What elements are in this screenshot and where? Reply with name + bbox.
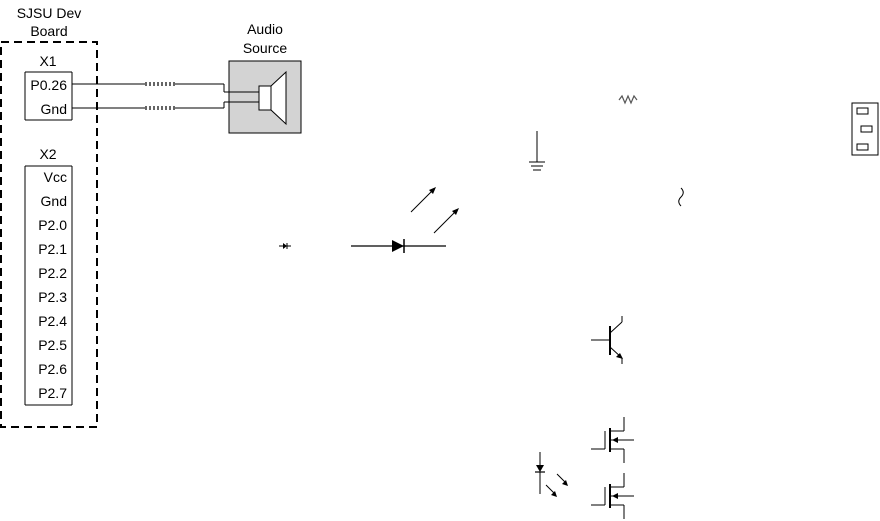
fuse-icon [678,187,684,207]
board-outline [0,41,98,428]
x2-pin-vcc: Vcc [44,169,67,185]
x2-pin-p27: P2.7 [38,385,67,401]
resistor-icon [618,94,638,105]
connector-x1-label: X1 [39,53,56,69]
audio-label-line1: Audio [247,21,283,37]
wire-gnd [72,101,259,110]
mosfet-icon [591,473,634,519]
x2-pin-gnd: Gnd [41,193,67,209]
ground-icon [529,131,545,171]
x2-pin-p25: P2.5 [38,337,67,353]
wire-p026 [72,82,259,93]
light-arrows-icon [410,187,459,234]
connector-x2-label: X2 [39,146,56,162]
diode-icon [351,239,446,253]
x1-pin-gnd: Gnd [41,101,67,117]
connector-icon [851,102,879,156]
speaker-icon [258,70,287,126]
x2-pin-p22: P2.2 [38,265,67,281]
audio-label-line2: Source [243,40,288,56]
npn-transistor-icon [591,316,623,364]
board-title-line1: SJSU Dev [17,5,82,21]
x1-pin-p026: P0.26 [30,77,67,93]
connector-x2: X2 Vcc Gnd P2.0 P2.1 P2.2 P2.3 P2.4 P2.5… [24,146,73,406]
x2-pin-p21: P2.1 [38,241,67,257]
x2-pin-p24: P2.4 [38,313,67,329]
x2-pin-p23: P2.3 [38,289,67,305]
board-title-line2: Board [30,23,67,39]
x2-pin-p20: P2.0 [38,217,67,233]
photodiode-icon [535,452,568,497]
mosfet-icon [591,417,634,463]
connector-x1: X1 P0.26 Gnd [24,53,73,121]
x2-pin-p26: P2.6 [38,361,67,377]
small-diode-icon [279,243,291,249]
